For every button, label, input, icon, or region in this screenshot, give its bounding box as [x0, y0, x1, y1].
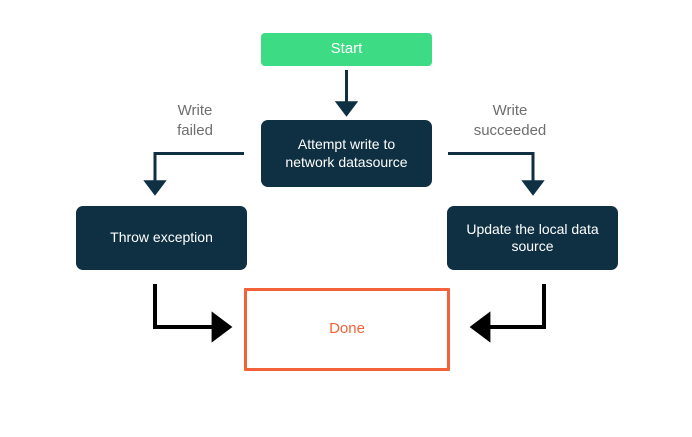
node-attempt-write[interactable]: Attempt write to network datasource: [261, 120, 432, 187]
edge-throw-to-done: [153, 284, 233, 343]
edge-attempt-to-update: [448, 152, 545, 196]
node-update-local-data-source[interactable]: Update the local data source: [447, 206, 618, 270]
node-done[interactable]: Done: [244, 288, 450, 371]
edge-label-write-failed: Write failed: [177, 102, 213, 139]
edge-label-write-succeeded: Write succeeded: [473, 102, 547, 139]
edge-update-to-done: [469, 284, 546, 343]
node-throw-exception[interactable]: Throw exception: [76, 206, 247, 270]
node-start[interactable]: Start: [261, 33, 432, 66]
edge-attempt-to-throw: [143, 152, 244, 196]
